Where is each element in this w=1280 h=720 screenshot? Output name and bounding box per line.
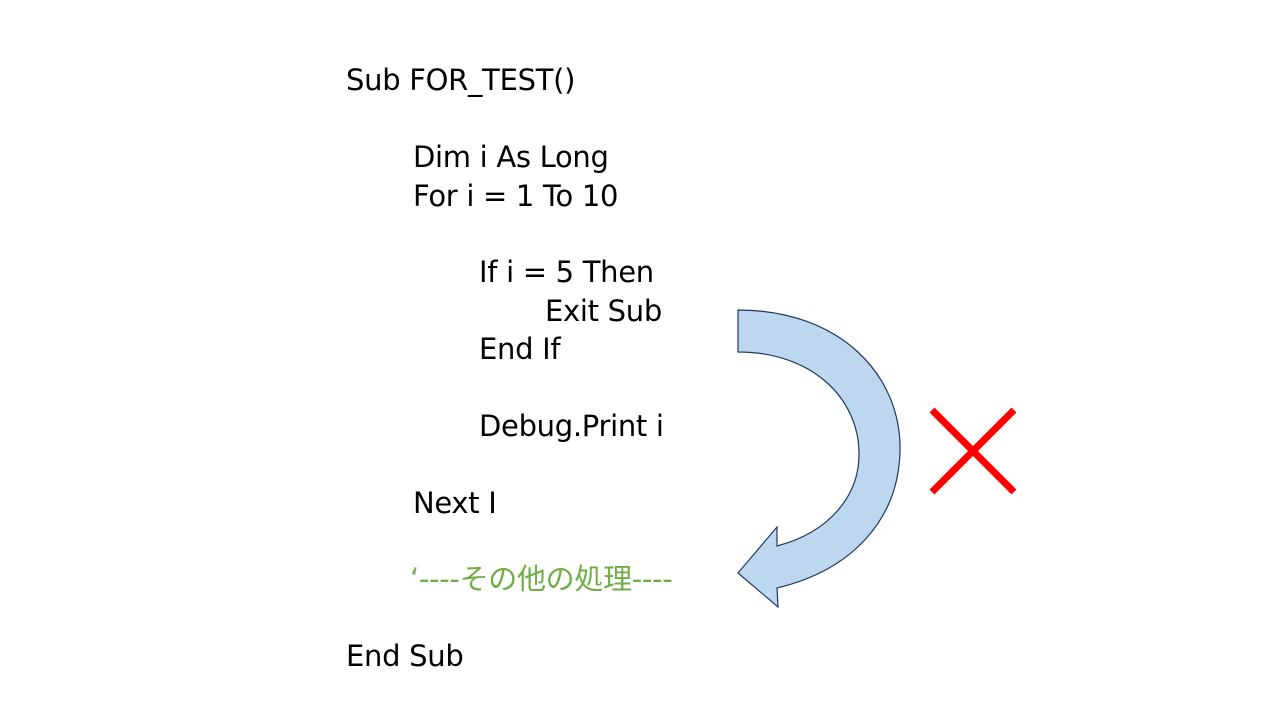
code-debug-line: Debug.Print i [479, 409, 664, 443]
code-if-line: If i = 5 Then [479, 255, 654, 289]
code-for-line: For i = 1 To 10 [413, 179, 619, 213]
code-comment-line: ‘----その他の処理---- [410, 562, 673, 596]
cross-icon [929, 407, 1017, 495]
code-end-if-line: End If [479, 332, 561, 366]
curved-arrow-icon [737, 309, 901, 609]
code-end-sub-line: End Sub [346, 639, 464, 673]
code-sub-header: Sub FOR_TEST() [346, 63, 576, 97]
code-exit-line: Exit Sub [545, 294, 662, 328]
code-dim-line: Dim i As Long [413, 140, 609, 174]
code-next-line: Next I [413, 486, 497, 520]
